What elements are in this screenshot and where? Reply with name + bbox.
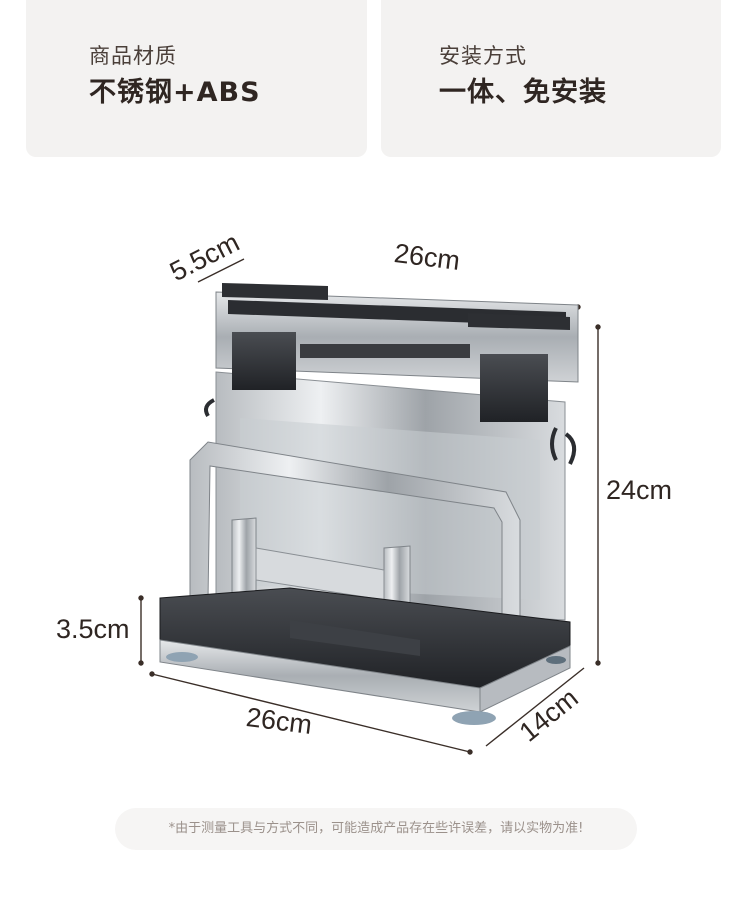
material-label: 商品材质 bbox=[89, 44, 177, 68]
product-illustration bbox=[0, 180, 750, 780]
measurement-disclaimer: *由于测量工具与方式不同，可能造成产品存在些许误差，请以实物为准! bbox=[115, 808, 637, 850]
installation-label: 安装方式 bbox=[439, 44, 527, 68]
spec-card-installation: 安装方式 一体、免安装 bbox=[381, 0, 721, 157]
installation-value: 一体、免安装 bbox=[439, 77, 607, 108]
knife-rack-drawing bbox=[138, 258, 601, 755]
dimension-base-height: 3.5cm bbox=[56, 614, 130, 644]
material-value: 不锈钢+ABS bbox=[89, 77, 261, 108]
spec-card-material: 商品材质 不锈钢+ABS bbox=[26, 0, 367, 157]
dimension-height: 24cm bbox=[606, 475, 673, 505]
